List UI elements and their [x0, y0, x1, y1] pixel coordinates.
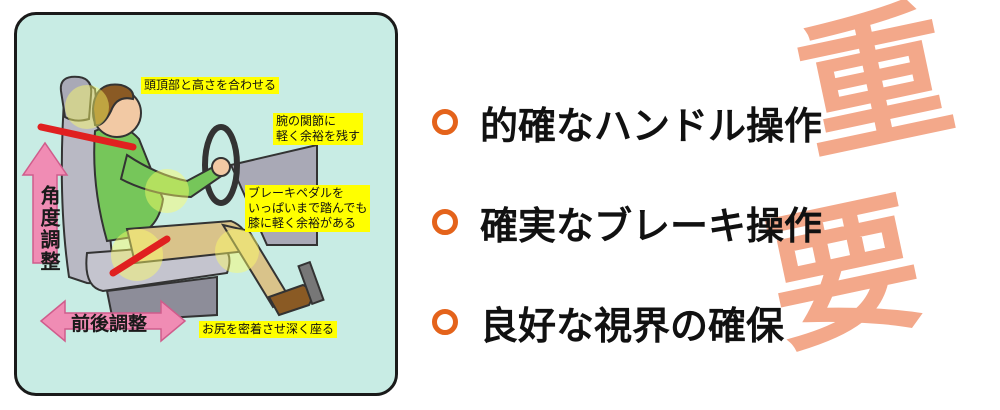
key-point: 良好な視界の確保 — [432, 272, 822, 372]
circle-bullet-icon — [432, 309, 458, 335]
note-seat: お尻を密着させ深く座る — [199, 321, 338, 338]
key-point-text: 良好な視界の確保 — [480, 303, 785, 348]
angle-adjust-label: 角度調整 — [37, 185, 61, 273]
front-back-adjust-label: 前後調整 — [71, 313, 148, 335]
circle-bullet-icon — [432, 209, 458, 235]
circle-bullet-icon — [432, 109, 458, 135]
note-brake: ブレーキペダルを いっぱいまで踏んでも 膝に軽く余裕がある — [245, 185, 371, 232]
note-headrest: 頭頂部と高さを合わせる — [141, 77, 280, 94]
key-point: 確実なブレーキ操作 — [432, 172, 822, 272]
key-point: 的確なハンドル操作 — [432, 72, 822, 172]
key-point-text: 的確なハンドル操作 — [480, 103, 823, 148]
note-arm: 腕の関節に 軽く余裕を残す — [273, 113, 364, 145]
key-points-list: 的確なハンドル操作 確実なブレーキ操作 良好な視界の確保 — [432, 72, 822, 372]
driving-posture-illustration: 頭頂部と高さを合わせる 腕の関節に 軽く余裕を残す ブレーキペダルを いっぱいま… — [14, 12, 398, 396]
key-point-text: 確実なブレーキ操作 — [480, 203, 823, 248]
